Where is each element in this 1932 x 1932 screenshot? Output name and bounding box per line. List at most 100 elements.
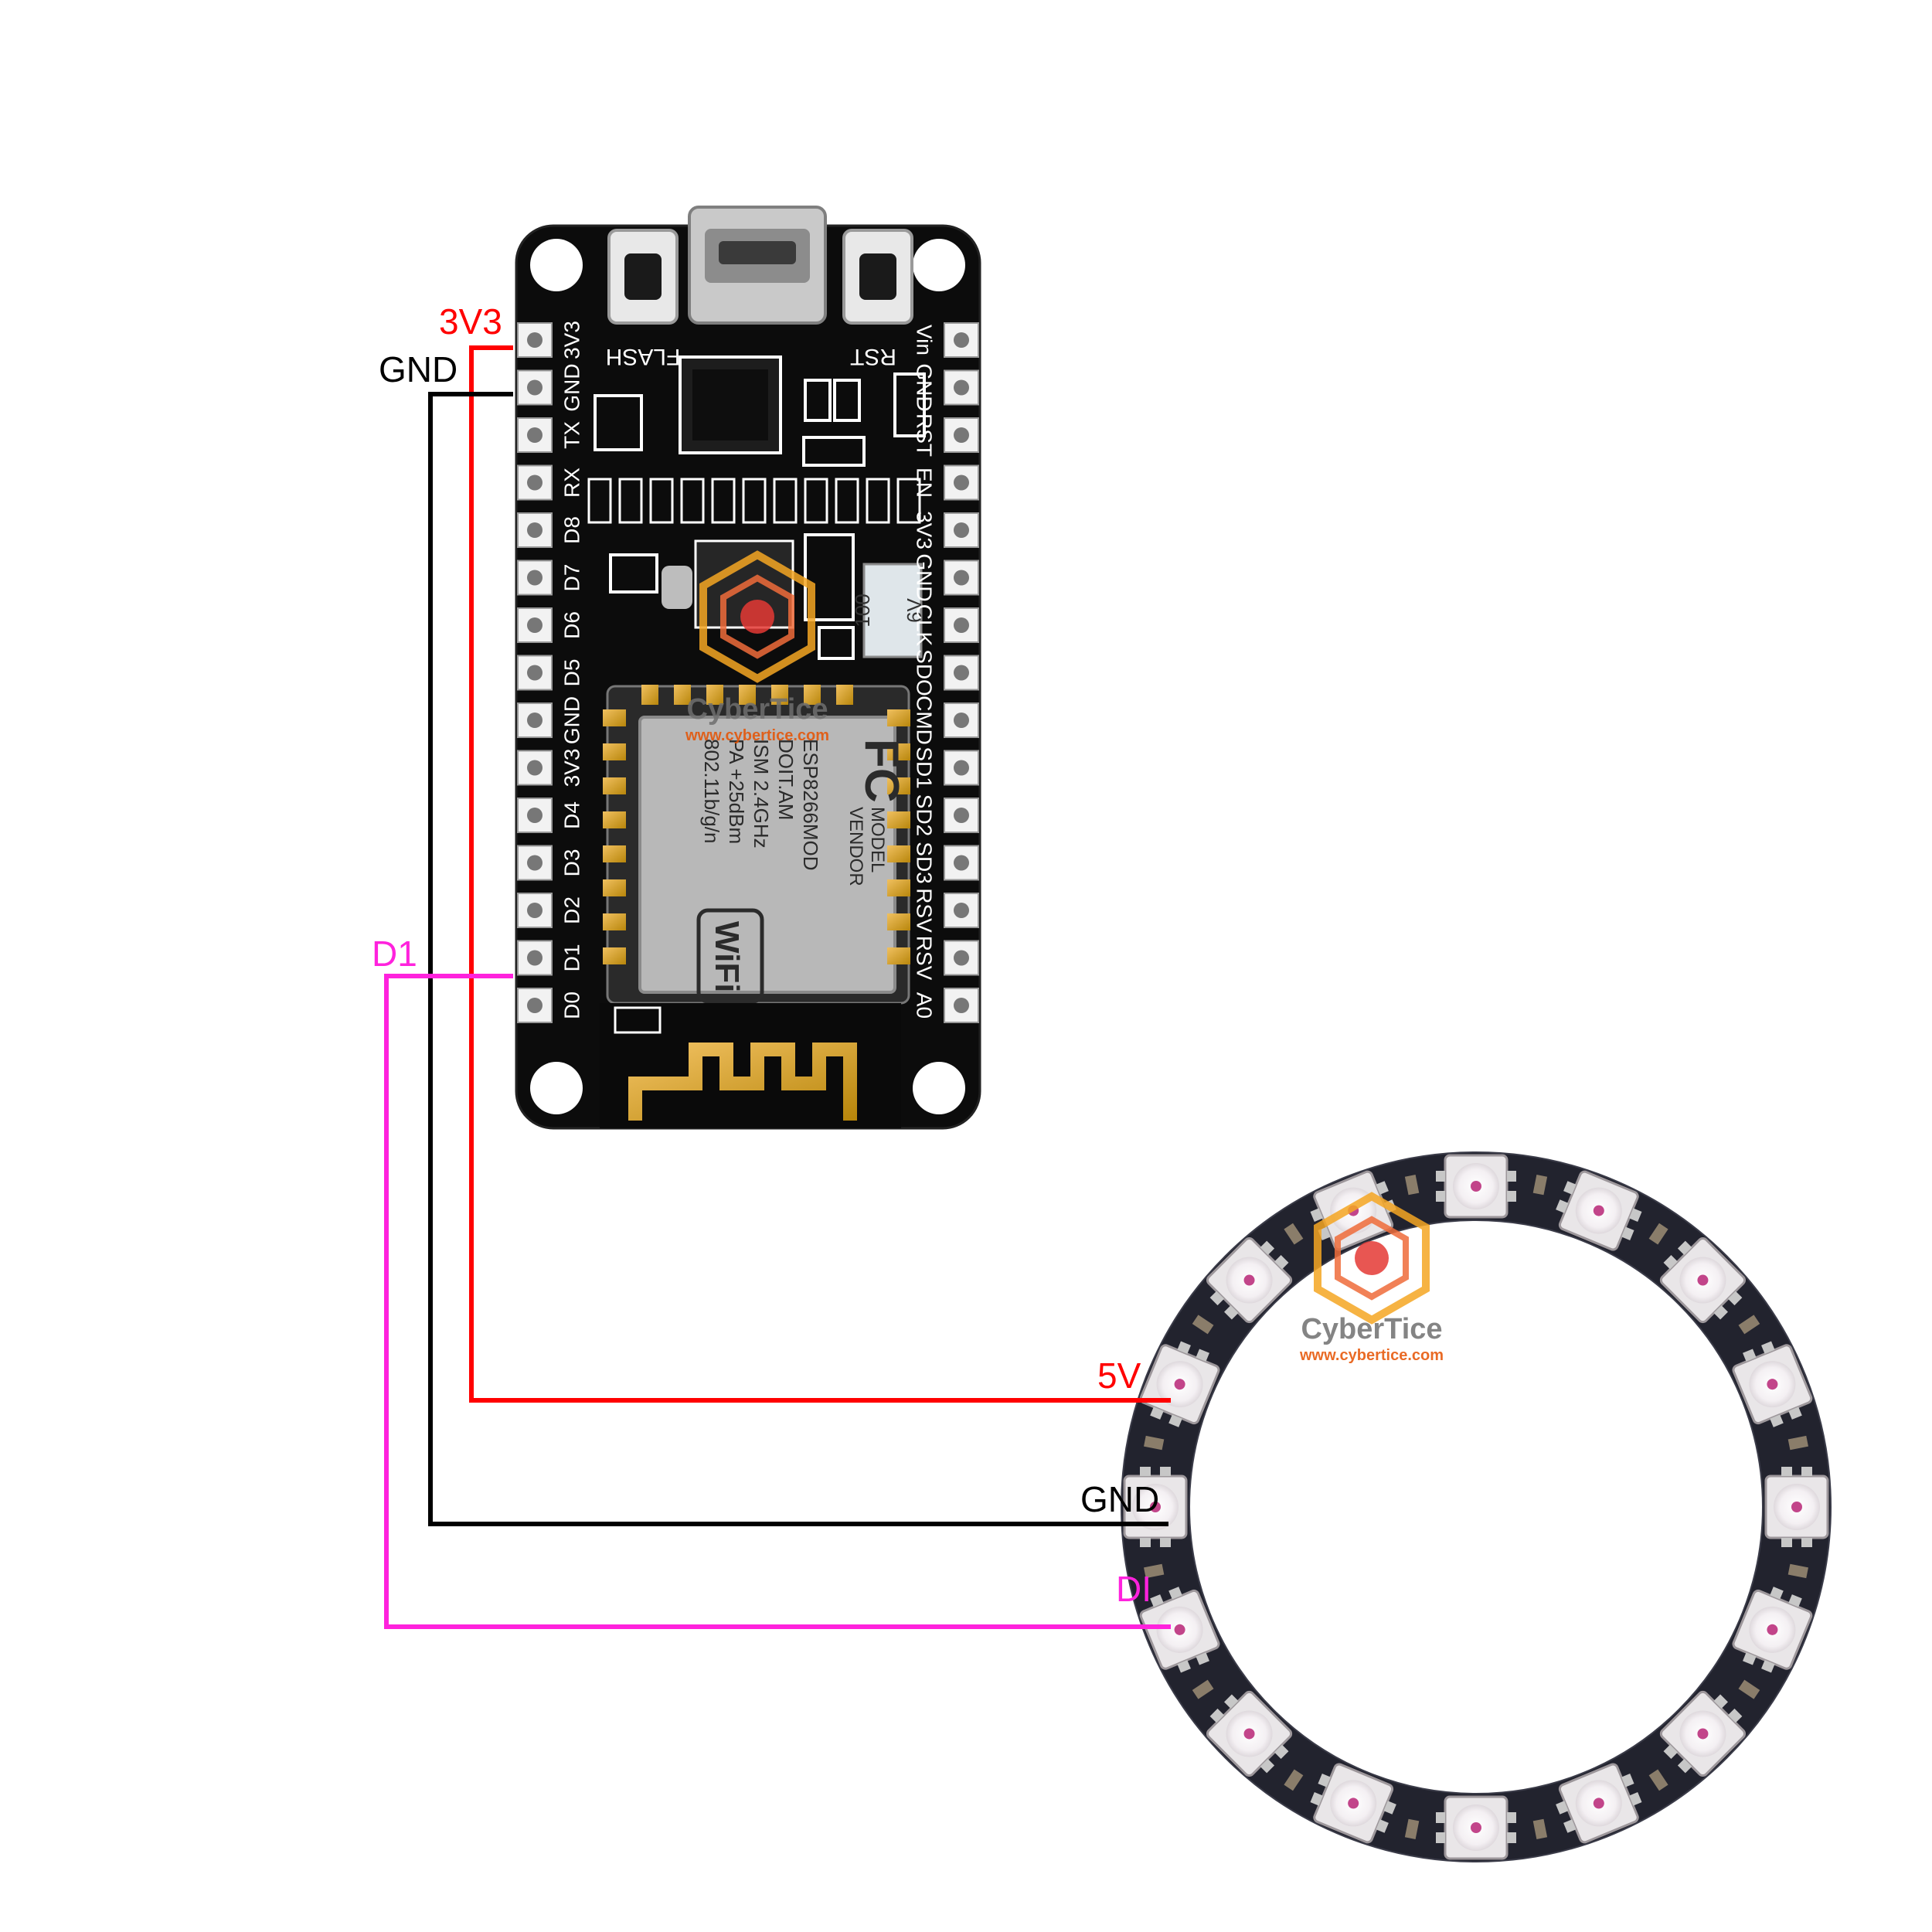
module-fc-mark: FC	[855, 739, 908, 803]
header-pin-hole	[954, 474, 969, 491]
right-pin-label: RST	[913, 413, 937, 457]
right-pin-label: SDO	[913, 649, 937, 696]
right-pin-labels: VinGNDRSTEN3V3GNDCLKSDOCMDSD1SD2SD3RSVRS…	[913, 325, 937, 1019]
left-pin-label: D5	[560, 659, 584, 687]
ring-capacitor	[1192, 1679, 1214, 1699]
right-pin-label: RSV	[913, 936, 937, 981]
flash-button[interactable]	[607, 229, 679, 325]
right-pin-label: GND	[913, 553, 937, 601]
right-pin-label: SD3	[913, 842, 937, 883]
flash-button-label: FLASH	[606, 344, 681, 369]
header-pin	[517, 607, 553, 643]
module-wifi-logo: WiFi	[708, 921, 746, 992]
module-shield-text: FC MODEL VENDOR ESP8266MOD DOIT.AM ISM 2…	[696, 739, 908, 1004]
label-board-3v3: 3V3	[439, 301, 502, 342]
header-pin-hole	[954, 855, 969, 871]
header-pin-hole	[527, 808, 543, 823]
module-line-2: ESP8266MOD	[799, 739, 822, 871]
header-pin	[944, 988, 979, 1023]
watermark-logo-icon	[699, 550, 815, 683]
right-pin-label: GND	[913, 363, 937, 411]
wire-gnd-to-gnd	[428, 392, 1168, 1526]
module-line-4: ISM 2.4GHz	[750, 739, 773, 849]
left-pin-label: D8	[560, 516, 584, 544]
watermark-url: www.cybertice.com	[1299, 1347, 1444, 1364]
smd-components	[594, 372, 926, 660]
header-pin-hole	[954, 570, 969, 586]
left-pin-label: 3V3	[560, 321, 584, 359]
label-ring-gnd: GND	[1080, 1479, 1159, 1519]
left-pin-label: D4	[560, 801, 584, 829]
module-line-3: DOIT.AM	[774, 739, 798, 820]
wire-d1-to-di	[384, 974, 1171, 1629]
ring-capacitor	[1284, 1223, 1304, 1245]
header-pin-hole	[954, 665, 969, 681]
ring-capacitor	[1144, 1563, 1165, 1579]
ring-led	[1659, 1690, 1747, 1777]
watermark-brand: CyberTice	[1301, 1313, 1442, 1345]
header-pin-hole	[954, 713, 969, 728]
header-pin-hole	[527, 427, 543, 443]
module-castellations	[603, 685, 910, 964]
capacitor-value: 100	[851, 594, 874, 627]
header-pin-hole	[954, 379, 969, 396]
right-pin-label: A0	[913, 992, 937, 1019]
left-pin-label: D0	[560, 992, 584, 1019]
ring-capacitor	[1648, 1769, 1668, 1791]
ring-led	[1556, 1170, 1642, 1251]
right-pin-label: RSV	[913, 888, 937, 933]
esp8266-module: FC MODEL VENDOR ESP8266MOD DOIT.AM ISM 2…	[600, 685, 910, 1128]
right-pin-label: CMD	[913, 696, 937, 745]
capacitor: 100 6V	[851, 563, 926, 658]
ring-led	[1732, 1341, 1813, 1427]
header-pin-hole	[954, 332, 969, 348]
ring-capacitor	[1738, 1679, 1760, 1699]
ring-leds	[1123, 1154, 1829, 1860]
status-led	[614, 1006, 662, 1034]
ring-led	[1436, 1154, 1516, 1219]
ring-led	[1436, 1795, 1516, 1860]
header-pin-hole	[954, 427, 969, 443]
nodemcu-board: FLASH RST	[515, 206, 981, 1130]
header-pin-hole	[527, 474, 543, 491]
left-pin-label: GND	[560, 363, 584, 411]
header-pin-hole	[527, 617, 543, 633]
ring-capacitor	[1532, 1175, 1548, 1196]
usb-uart-chip	[679, 355, 782, 454]
ring-capacitor	[1144, 1435, 1165, 1451]
neopixel-led-ring	[1121, 1151, 1832, 1862]
label-board-gnd: GND	[379, 349, 457, 389]
right-header-pins	[944, 322, 979, 1023]
label-board-d1: D1	[372, 934, 417, 974]
header-pin-hole	[527, 570, 543, 586]
header-pin-hole	[954, 950, 969, 966]
header-pin-hole	[527, 522, 543, 538]
wire-3v3-to-5v	[469, 345, 1171, 1403]
watermark-url: www.cybertice.com	[685, 727, 829, 744]
ring-led	[1139, 1341, 1220, 1427]
ring-capacitor	[1404, 1818, 1420, 1839]
ring-capacitor	[1738, 1315, 1760, 1335]
ring-led	[1659, 1236, 1747, 1324]
header-pin-hole	[954, 903, 969, 918]
left-header-pins	[517, 322, 553, 1023]
header-pin-hole	[527, 760, 543, 776]
rst-button[interactable]	[842, 229, 913, 325]
right-pin-label: SD1	[913, 747, 937, 788]
header-pin-hole	[527, 332, 543, 348]
capacitor-voltage: 6V	[903, 597, 926, 622]
ring-capacitor	[1787, 1563, 1808, 1579]
left-pin-label: 3V3	[560, 749, 584, 787]
usb-connector	[688, 206, 827, 325]
left-pin-label: D2	[560, 896, 584, 924]
right-pin-label: Vin	[913, 325, 937, 355]
resistor-array	[587, 478, 921, 524]
left-pin-label: D6	[560, 611, 584, 639]
module-line-0: MODEL	[867, 807, 888, 872]
header-pin-hole	[527, 998, 543, 1013]
header-pin-hole	[954, 998, 969, 1013]
header-pin	[517, 750, 553, 786]
right-pin-label: EN	[913, 468, 937, 498]
ring-capacitor	[1648, 1223, 1668, 1245]
